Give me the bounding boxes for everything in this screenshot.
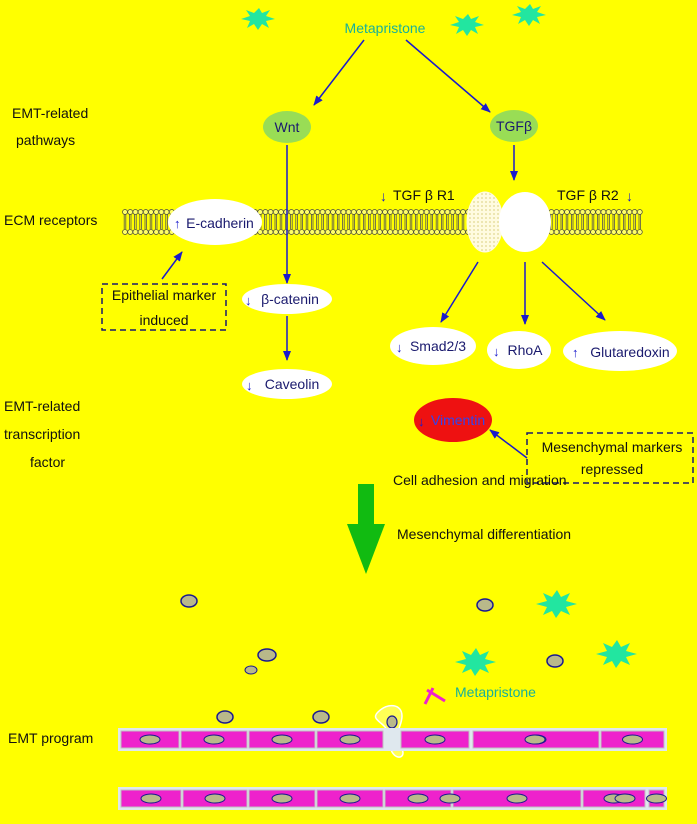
b-catenin-label: β-catenin	[261, 291, 319, 307]
down-arrow-icon: ↓	[418, 414, 425, 429]
row-label-tf-1: EMT-related	[4, 398, 80, 414]
drug-star-icon	[241, 8, 275, 30]
cell-nucleus	[140, 793, 162, 804]
cell-nucleus	[546, 654, 564, 668]
cell-nucleus	[524, 734, 546, 745]
smad-node	[390, 327, 476, 365]
b-catenin-node	[242, 284, 332, 314]
vimentin-node	[414, 398, 492, 442]
cell-nucleus	[203, 734, 225, 745]
cell-nucleus	[407, 793, 429, 804]
caveolin-label: Caveolin	[265, 376, 319, 392]
row-label-program: EMT program	[8, 730, 93, 746]
down-arrow-icon: ↓	[246, 378, 253, 393]
down-arrow-icon: ↓	[626, 188, 633, 204]
tgfb-r1-receptor	[466, 191, 504, 253]
drug-star-icon	[455, 648, 496, 676]
e-cadherin-label: E-cadherin	[186, 215, 254, 231]
drug-label-top: Metapristone	[345, 20, 426, 36]
cell-nucleus	[257, 648, 277, 662]
down-arrow-icon: ↓	[396, 340, 403, 355]
up-arrow-icon: ↑	[572, 345, 579, 360]
cell-nucleus	[204, 793, 226, 804]
e-cadherin-node	[168, 199, 262, 245]
cell-nucleus	[622, 734, 643, 745]
cell-nucleus	[180, 594, 198, 608]
cell-nucleus	[271, 734, 293, 745]
drug-to-tgfb-arrow	[405, 39, 491, 113]
receptor-to-smad-arrow	[440, 261, 479, 323]
cell-nucleus	[139, 734, 161, 745]
tgfb-r2-receptor	[499, 192, 551, 252]
tgfb-node	[490, 110, 538, 142]
rhoa-label: RhoA	[507, 342, 543, 358]
cell-nucleus	[339, 793, 361, 804]
cell-nucleus	[386, 715, 398, 729]
tgfb-r2-label: TGF β R2	[557, 187, 619, 203]
down-arrow-icon: ↓	[245, 293, 252, 308]
epithelial-box-line1: Epithelial marker	[112, 287, 217, 303]
row-label-tf-3: factor	[30, 454, 65, 470]
drug-molecules-bottom	[455, 590, 637, 676]
tgfb-label: TGFβ	[496, 118, 532, 134]
epithelial-box-line2: induced	[139, 312, 188, 328]
mesenchymal-marker-box	[526, 432, 694, 484]
outcome-line2: Mesenchymal differentiation	[397, 526, 571, 542]
big-down-arrow-icon	[347, 484, 385, 574]
epithelial-to-ecadherin-arrow	[161, 251, 183, 280]
row-label-tf-2: transcription	[4, 426, 80, 442]
glutaredoxin-label: Glutaredoxin	[590, 344, 669, 360]
cell-nucleus	[339, 734, 361, 745]
mesenchymal-box-line2: repressed	[581, 461, 643, 477]
row-label-pathways-1: EMT-related	[12, 105, 88, 121]
down-arrow-icon: ↓	[380, 188, 387, 204]
outcome-line1: Cell adhesion and migration	[393, 472, 567, 488]
row-label-ecm: ECM receptors	[4, 212, 97, 228]
vimentin-label: Vimentin	[431, 412, 485, 428]
cell-nucleus	[312, 710, 330, 724]
down-arrow-icon: ↓	[493, 344, 500, 359]
receptor-to-glutaredoxin-arrow	[541, 261, 606, 321]
drug-star-icon	[536, 590, 577, 618]
up-arrow-icon: ↑	[174, 216, 181, 231]
mesenchymal-to-vimentin-arrow	[489, 429, 528, 459]
tgfb-r1-label: TGF β R1	[393, 187, 455, 203]
cell-nucleus	[439, 793, 461, 804]
cell-nucleus	[271, 793, 293, 804]
caveolin-node	[242, 369, 332, 399]
drug-star-icon	[450, 14, 484, 36]
drug-label-bottom: Metapristone	[455, 684, 536, 700]
epithelial-cell-layers	[118, 728, 667, 810]
cell-nucleus	[614, 793, 636, 804]
cell-nucleus	[476, 598, 494, 612]
cell-nucleus	[506, 793, 528, 804]
drug-star-icon	[512, 4, 546, 26]
epithelial-marker-box	[101, 283, 227, 331]
mesenchymal-box-line1: Mesenchymal markers	[542, 439, 683, 455]
cell-nucleus	[424, 734, 446, 745]
drug-star-icon	[596, 640, 637, 668]
drug-to-wnt-arrow	[313, 39, 365, 106]
rhoa-node	[487, 331, 551, 369]
smad-label: Smad2/3	[410, 338, 466, 354]
row-label-pathways-2: pathways	[16, 132, 75, 148]
cell-nucleus	[216, 710, 234, 724]
wnt-node	[263, 111, 311, 143]
cell-nucleus	[244, 665, 258, 675]
drug-molecules-top	[241, 4, 546, 36]
inhibitor-bar	[423, 687, 435, 705]
glutaredoxin-node	[563, 331, 677, 371]
wnt-label: Wnt	[275, 119, 300, 135]
cell-nucleus	[646, 793, 667, 804]
migrating-cells	[180, 594, 564, 724]
